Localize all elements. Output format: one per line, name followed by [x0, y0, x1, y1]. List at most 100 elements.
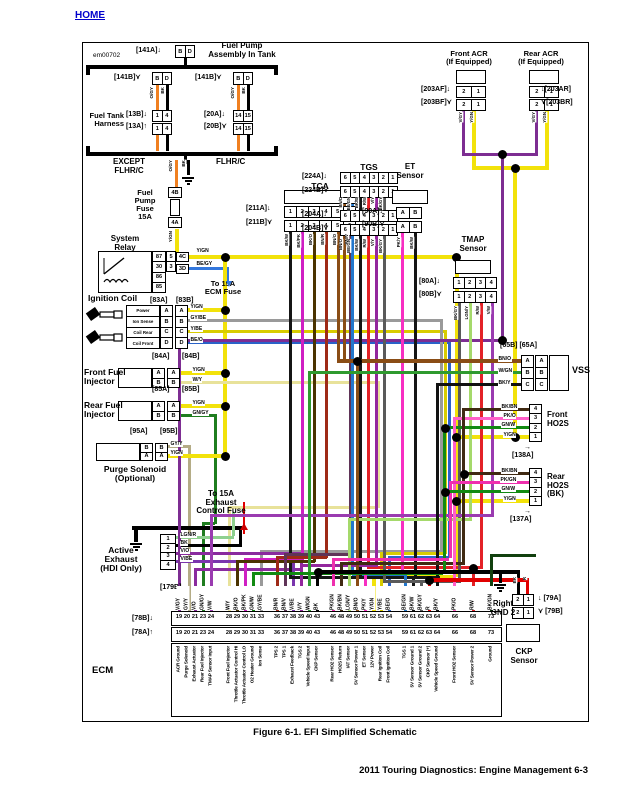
- pin-cell: 1: [543, 87, 559, 97]
- wire-label: BK: [241, 87, 247, 94]
- junction-dot: [468, 563, 478, 573]
- wire-segment-r-w: [367, 198, 370, 210]
- ecm-pin-number-78a: 59: [401, 630, 409, 636]
- ecm-signal-label: Ion Sense: [257, 646, 263, 667]
- wire-segment-bk-w: [359, 236, 362, 578]
- wire-segment-v-gy: [178, 339, 181, 612]
- wire-segment-v-be: [176, 560, 295, 563]
- exhaust-fuse-note: To 15A Exhaust Control Fuse: [196, 489, 246, 516]
- pin-cell: 1: [530, 431, 541, 441]
- ecm-signal-label: Exhaust Actuator: [191, 646, 197, 682]
- conn-79b: ⋎ [79B]: [538, 608, 563, 615]
- wire-label: BE/O: [190, 337, 204, 343]
- wire-segment-bk: [86, 152, 278, 156]
- ecm-wire-color-label: PK/O: [452, 586, 458, 610]
- conn-95a: [95A]: [130, 428, 148, 435]
- fuel-tank-harness: Fuel Tank Harness: [89, 111, 124, 129]
- ecm-fuse-note: To 15A ECM Fuse: [204, 279, 242, 297]
- pin-cell: 1: [155, 126, 159, 132]
- ecm-wire-color-label: LGN/Y: [346, 586, 352, 610]
- wire-segment-v-gy: [179, 339, 502, 342]
- pin-cell: D: [176, 337, 187, 348]
- ecm-wire-color-label: BK/PK: [242, 586, 248, 610]
- wire-segment-gn-w: [444, 426, 529, 429]
- ecm-pin-number-78a: 49: [345, 630, 353, 636]
- conn-138a: [138A]: [512, 452, 534, 459]
- vss-body: [549, 355, 569, 391]
- wire-segment-lgn-r: [176, 536, 234, 539]
- pin-cell: 4: [359, 173, 369, 183]
- ecm-pin-number-78b: 50: [353, 614, 361, 620]
- purge-solenoid-title: Purge Solenoid (Optional): [103, 464, 167, 484]
- pin-cell: 6: [343, 227, 347, 233]
- purge-body: [96, 443, 140, 461]
- wire-segment-gn-gy: [168, 414, 215, 417]
- system-relay-3d: 3D: [176, 264, 189, 274]
- wire-label: BK/GY: [453, 306, 459, 320]
- system-relay-4c: 4C: [176, 252, 189, 262]
- ecm-pin-number-78b: 33: [257, 614, 265, 620]
- wire-segment-v-w: [211, 514, 494, 517]
- wire-label: BN/O: [338, 197, 344, 208]
- pin-cell: C: [161, 326, 172, 338]
- home-link[interactable]: HOME: [75, 10, 105, 21]
- active-exhaust-title: Active Exhaust (HDI Only): [100, 545, 142, 574]
- wire-segment-y-gn: [168, 454, 225, 458]
- conn-95b: [95B]: [160, 428, 178, 435]
- wire-label: LGN/Y: [464, 306, 470, 320]
- wire-label: V/GY: [531, 112, 537, 123]
- wire-segment-gy-be: [440, 319, 443, 552]
- except-flhrc-label: EXCEPT FLHR/C: [112, 157, 145, 175]
- ecm-signal-label: Vehicle Speed Ground: [433, 646, 439, 692]
- wire-segment-bn-r: [325, 232, 328, 558]
- conn-80a: [80A]↓: [419, 278, 441, 285]
- pin-cell: A: [171, 370, 176, 377]
- wire-label: R/W: [475, 306, 481, 315]
- ecm-pin-number-78a: 38: [289, 630, 297, 636]
- ecm-pin-number-78a: 40: [305, 630, 313, 636]
- wire-label: Y/GN: [170, 450, 184, 456]
- right-gnd-title: Right GND 2: [490, 599, 516, 617]
- conn-224a: [224A]↓: [302, 173, 327, 180]
- wire-segment-w-gn: [309, 371, 523, 374]
- wire-segment-y-gn: [175, 229, 179, 257]
- wire-label: O/GY: [149, 87, 155, 99]
- wire-segment-bk: [517, 570, 520, 594]
- wire-segment-y-be: [380, 552, 383, 612]
- pin-cell: 1: [530, 495, 541, 505]
- pin-cell: 3: [474, 292, 486, 302]
- ecm-pin-number-78a: 50: [353, 630, 361, 636]
- ecm-pin-number-78a: 48: [337, 630, 345, 636]
- pin-cell: 3: [368, 225, 379, 235]
- wire-segment-v-gy: [535, 111, 538, 156]
- pin-cell: 4: [533, 470, 538, 477]
- wire-segment-pk-gn: [450, 481, 529, 484]
- wire-label: R/W: [362, 197, 368, 206]
- wire-segment-lgn-y: [348, 518, 351, 612]
- wire-segment-bk-w: [359, 198, 362, 210]
- wire-segment-gn-w: [443, 426, 446, 572]
- rear-injector-body: [118, 401, 152, 421]
- pin-cell: A: [400, 210, 405, 216]
- fuse-body: [170, 199, 180, 216]
- junction-dot: [451, 432, 461, 442]
- wire-segment-gn-gy: [203, 522, 215, 525]
- rear-ho2s-title: Rear HO2S (BK): [547, 472, 569, 499]
- pin-cell: 1: [387, 225, 398, 235]
- pin-cell: 1: [522, 608, 534, 618]
- ecm-signal-label: IAT Sensor: [345, 646, 351, 669]
- ecm-signal-box: [171, 643, 502, 717]
- flhrc-label: FLHR/C: [216, 157, 246, 166]
- ecm-signal-label: Throttle Actuator Control LO: [241, 646, 247, 705]
- pin-cell: 3: [474, 278, 486, 288]
- wire-label: BK: [512, 577, 518, 584]
- ecm-pin-number-78a: 46: [329, 630, 337, 636]
- pin-cell: Coil Front: [127, 337, 159, 348]
